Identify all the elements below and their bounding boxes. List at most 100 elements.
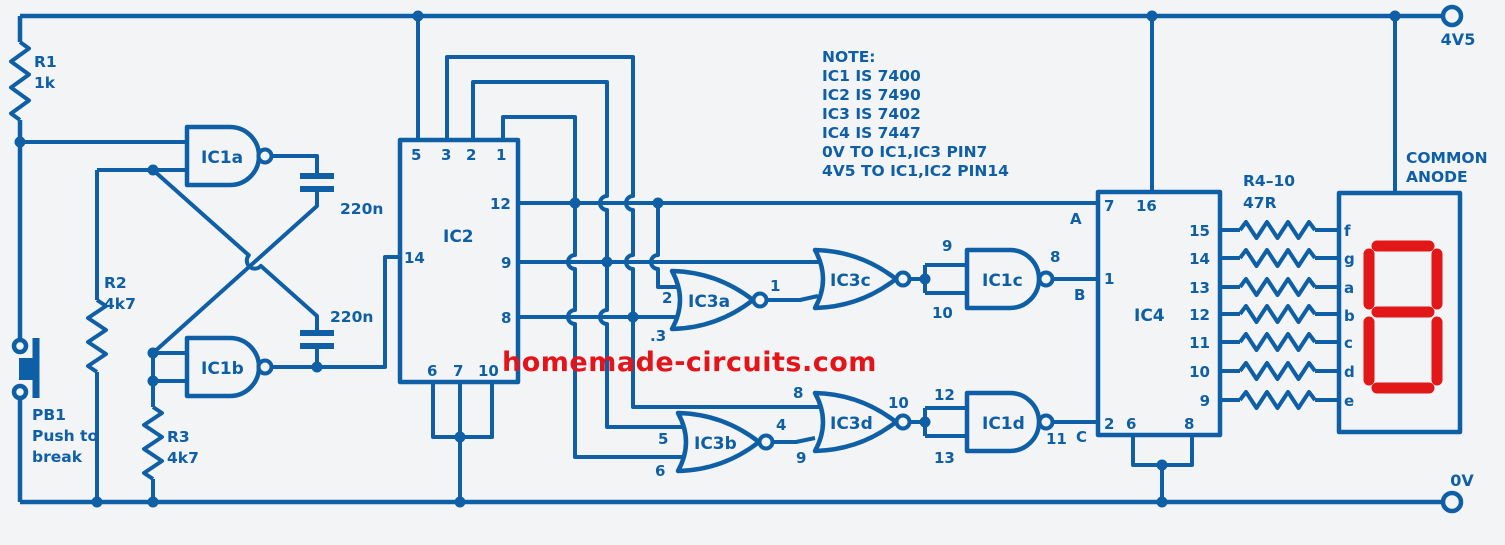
ic3a-inverter-bubble	[751, 291, 769, 309]
display-pin-d: d	[1344, 363, 1355, 381]
ic4-pin-13: 13	[1189, 279, 1210, 297]
ic4-pin-15: 15	[1189, 222, 1210, 240]
ic4-pin-14: 14	[1189, 250, 1210, 268]
r3-value-label: 4k7	[167, 449, 199, 467]
ic3d-pin-9: 9	[796, 449, 806, 467]
ic4-labels: IC4 7 16 1 2 6 8 15 14 13 12 11 10 9	[1104, 197, 1210, 433]
ic4-pin-10: 10	[1189, 363, 1210, 381]
pb1-desc-line2: break	[32, 448, 83, 466]
junction-dots	[14, 10, 1401, 508]
r1-ref-label: R1	[34, 53, 57, 71]
ic3b-body	[675, 410, 762, 474]
segment-resistor	[1238, 304, 1317, 324]
supply-terminal-4v5	[1440, 4, 1464, 28]
c2-value-label: 220n	[330, 308, 373, 326]
ic2-pin-8: 8	[501, 309, 511, 327]
power-rails	[17, 13, 1443, 505]
ic1a-label: IC1a	[201, 148, 243, 168]
ic1d-label: IC1d	[982, 414, 1025, 434]
ic2-pin-14: 14	[404, 249, 425, 267]
note-line-4: IC4 IS 7447	[822, 124, 921, 142]
ic3b-inverter-bubble	[757, 433, 775, 451]
c1-value-label: 220n	[340, 200, 383, 218]
nand-gate-ic1d	[964, 390, 1055, 454]
ic2-pin3-loop-qc-reset-wire	[445, 55, 827, 409]
pb1-ref-label: PB1	[32, 406, 66, 424]
ic4-pin-6: 6	[1126, 415, 1136, 433]
nor-gate-ic3a	[669, 268, 769, 332]
ic2-pin-3: 3	[441, 146, 451, 164]
ic3a-output-wire	[767, 294, 819, 302]
ic1b-label: IC1b	[201, 359, 244, 379]
ic4-pin-2: 2	[1104, 415, 1114, 433]
ic1c-inverter-bubble	[1037, 270, 1055, 288]
ic3a-pin-3: .3	[650, 327, 666, 345]
ic4-label: IC4	[1134, 306, 1165, 326]
ic3d-label: IC3d	[830, 414, 873, 434]
ic4-decoder-block	[1095, 189, 1223, 438]
resistor-r2-body	[86, 298, 108, 502]
ic4-pin-16: 16	[1136, 197, 1157, 215]
ic1b-inverter-bubble	[256, 358, 274, 376]
segment-resistor	[1238, 248, 1317, 268]
seven-segment-display	[1336, 190, 1463, 435]
ic3a-labels: IC3a 2 .3 1	[650, 277, 780, 345]
display-pin-a: a	[1344, 279, 1354, 297]
qa-to-ic3a-drop-wire	[649, 203, 686, 289]
capacitor-c1-plates	[300, 173, 334, 192]
supply-label-0v: 0V	[1450, 471, 1474, 490]
display-pin-c: c	[1344, 334, 1353, 352]
ic1c-label: IC1c	[982, 271, 1023, 291]
wires	[20, 16, 1397, 502]
r2-value-label: 4k7	[104, 295, 136, 313]
segment-resistor	[1238, 332, 1317, 352]
bus-label-a: A	[1070, 210, 1082, 228]
note-block: NOTE: IC1 IS 7400 IC2 IS 7490 IC3 IS 740…	[822, 48, 1009, 180]
display-pin-b: b	[1344, 307, 1355, 325]
nor-gate-ic3b	[675, 410, 775, 474]
ic3c-inverter-bubble	[894, 270, 912, 288]
ic2-label: IC2	[443, 227, 474, 247]
ic4-pin-11: 11	[1189, 334, 1210, 352]
rnet-value-label: 47R	[1243, 194, 1277, 212]
ic1d-pin-12: 12	[934, 386, 955, 404]
ic1c-pin-10: 10	[932, 304, 953, 322]
ic2-labels: IC2 5 3 2 1 14 12 9 8 6 7 10	[404, 146, 511, 380]
c1-to-ic1b-cross-wire	[151, 189, 319, 355]
capacitor-c2	[300, 330, 334, 349]
ic2-pin-2: 2	[466, 146, 476, 164]
ic3d-output-split-wire	[910, 406, 969, 438]
ic4-pin-9: 9	[1200, 392, 1210, 410]
note-line-2: IC2 IS 7490	[822, 86, 921, 104]
rnet-ref-label: R4–10	[1243, 172, 1295, 190]
display-pin-g: g	[1344, 250, 1355, 268]
ic3c-label: IC3c	[830, 271, 871, 291]
display-anode-label: ANODE	[1406, 168, 1468, 186]
segment-resistor-stub-wires	[1220, 228, 1339, 402]
segment-resistor	[1238, 390, 1317, 410]
ic1a-output-to-c1-wire	[272, 154, 319, 176]
resistor-network-r4-10	[1238, 220, 1317, 410]
note-line-3: IC3 IS 7402	[822, 105, 921, 123]
note-line-6: 4V5 TO IC1,IC2 PIN14	[822, 162, 1009, 180]
ic4-pin-12: 12	[1189, 306, 1210, 324]
ic1d-inverter-bubble	[1037, 413, 1055, 431]
r1-value-label: 1k	[34, 74, 56, 92]
capacitor-c1	[300, 173, 334, 192]
ic3c-output-split-wire	[910, 263, 969, 295]
ic1c-labels: IC1c 9 10 8	[932, 237, 1060, 322]
resistor-r3-body	[142, 405, 164, 481]
ic3a-label: IC3a	[688, 292, 730, 312]
ic2-pin1-loop-qa-wire	[501, 115, 690, 459]
ic2-pin-7: 7	[453, 362, 463, 380]
ic2-pin-1: 1	[496, 146, 506, 164]
r3-ref-label: R3	[167, 428, 190, 446]
note-line-1: IC1 IS 7400	[822, 67, 921, 85]
display-pin-e: e	[1344, 392, 1354, 410]
ic2-pin-12: 12	[490, 195, 511, 213]
display-common-label: COMMON	[1406, 149, 1488, 167]
ic1c-pin-8: 8	[1050, 248, 1060, 266]
ic3a-body	[669, 268, 756, 332]
